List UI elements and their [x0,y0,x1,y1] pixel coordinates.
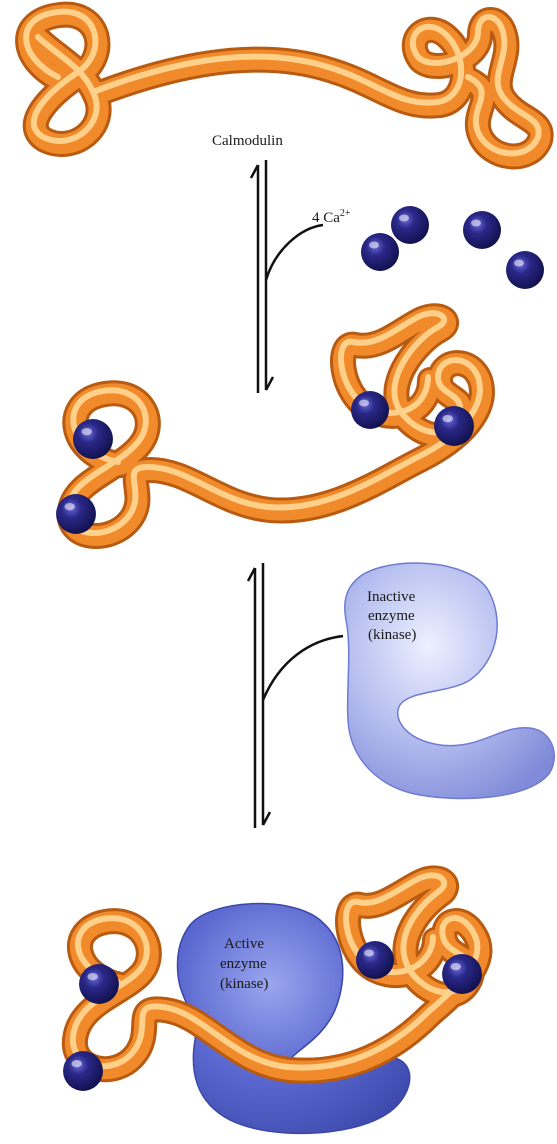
calmodulin-free [26,12,541,157]
calcium-ion [56,494,96,534]
calcium-label: 4 Ca2+ [312,208,351,226]
calcium-ion [463,211,501,249]
calcium-ion [73,419,113,459]
calcium-ion [391,206,429,244]
calcium-ion [442,954,482,994]
calcium-ion [361,233,399,271]
calcium-binding-arrow [266,225,323,280]
inactive-enzyme-label-line1: Inactive [367,589,416,605]
calcium-ion [63,1051,103,1091]
inactive-kinase: Inactive enzyme (kinase) [345,563,554,798]
calcium-ion [506,251,544,289]
calmodulin-calcium-bound [56,313,482,536]
calcium-ion [351,391,389,429]
calcium-ion [434,406,474,446]
calmodulin-label: Calmodulin [212,133,283,149]
inactive-enzyme-label-line2: enzyme [368,608,415,624]
calcium-ion [356,941,394,979]
active-enzyme-label-line1: Active [224,936,264,952]
kinase-binding-arrow [263,636,343,700]
active-enzyme-label-line3: (kinase) [220,976,268,992]
calcium-ions-free [361,206,544,289]
active-kinase-complex: Active enzyme (kinase) [63,875,482,1133]
inactive-enzyme-label-line3: (kinase) [368,627,416,643]
calcium-ion [79,964,119,1004]
equilibrium-arrow-1 [251,160,273,393]
equilibrium-arrow-2 [248,563,270,828]
active-enzyme-label-line2: enzyme [220,956,267,972]
